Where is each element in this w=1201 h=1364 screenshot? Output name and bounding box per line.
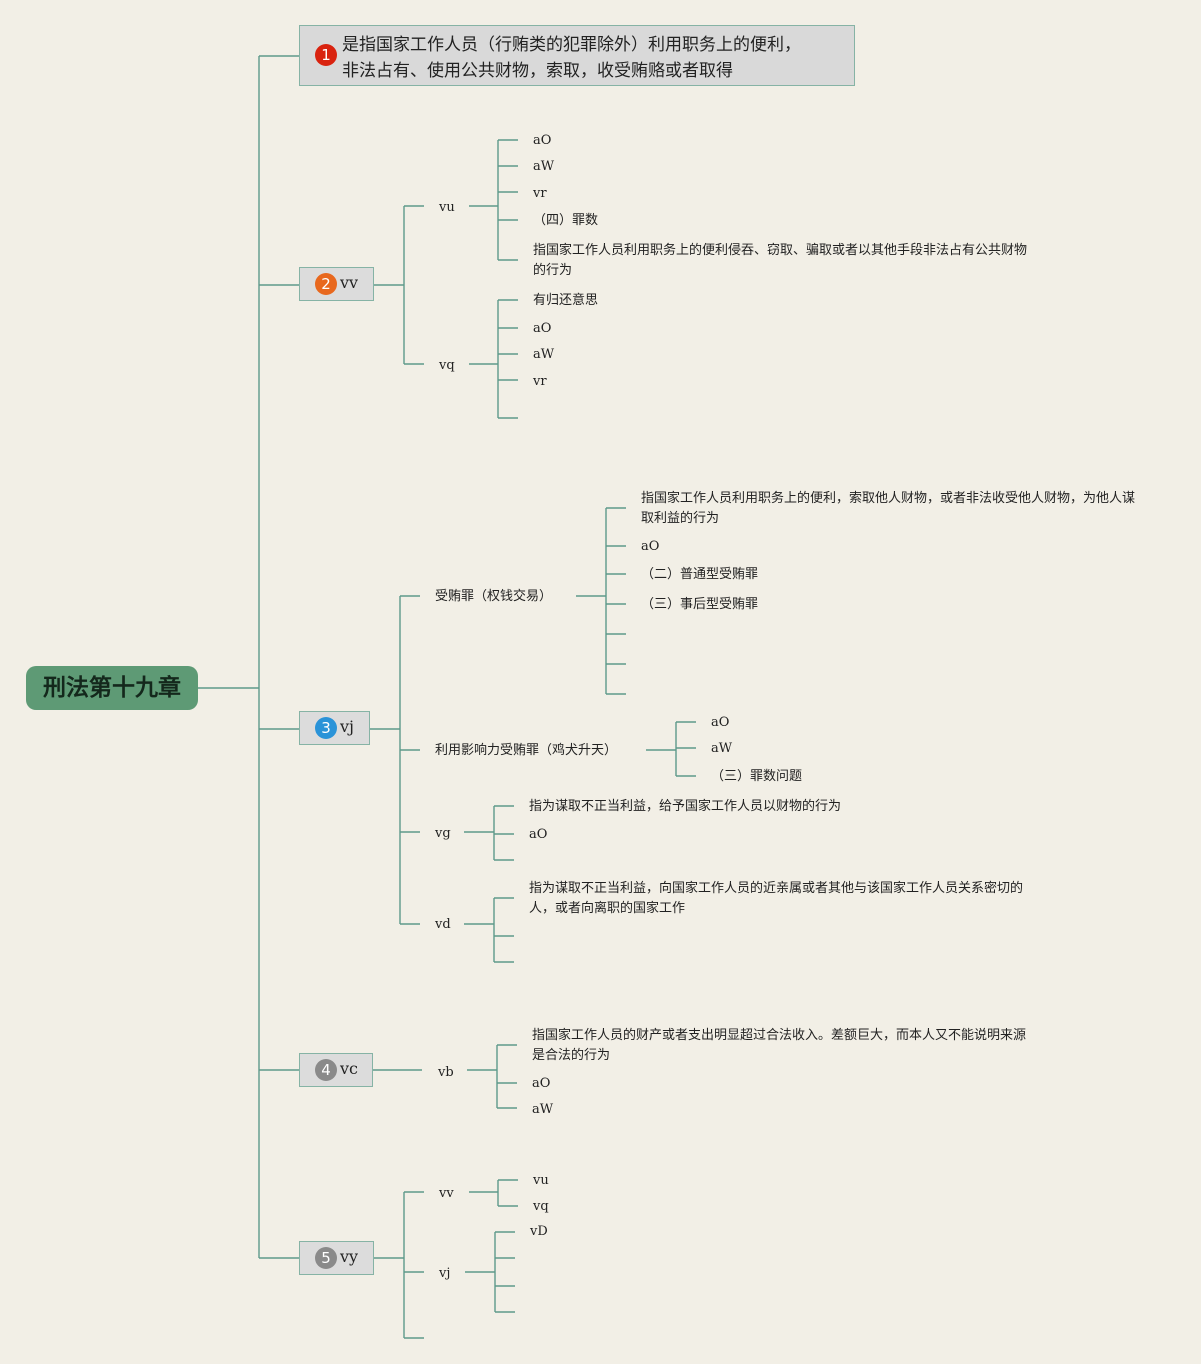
node-3-influence-1[interactable]: aO [711, 715, 730, 730]
node-2-vq-4[interactable]: vr [533, 374, 547, 389]
node-2-vu-3[interactable]: vr [533, 186, 547, 201]
node-2-vu-5[interactable]: 指国家工作人员利用职务上的便利侵吞、窃取、骗取或者以其他手段非法占有公共财物的行… [533, 243, 1028, 278]
subtopic-influence-bribery[interactable]: 利用影响力受贿罪（鸡犬升天） [435, 743, 618, 758]
main-topic-1-line-1: 是指国家工作人员（行贿类的犯罪除外）利用职务上的便利， [342, 35, 801, 55]
node-2-vu-4[interactable]: （四）罪数 [533, 213, 599, 228]
main-topic-2[interactable]: 2 vv [299, 267, 374, 301]
node-3-bribe-2[interactable]: aO [641, 539, 660, 554]
main-topic-2-label: vv [340, 273, 359, 292]
node-2-vq-1[interactable]: 有归还意思 [533, 293, 599, 308]
subtopic-5-vv[interactable]: vv [439, 1186, 454, 1201]
subtopic-vu[interactable]: vu [439, 200, 455, 215]
subtopic-5-vj[interactable]: vj [439, 1266, 451, 1281]
main-topic-3[interactable]: 3 vj [299, 711, 370, 745]
node-3-vg-2[interactable]: aO [529, 827, 548, 842]
badge-2: 2 [315, 273, 337, 295]
node-3-bribe-3[interactable]: （二）普通型受贿罪 [641, 567, 759, 582]
node-5-vv-1[interactable]: vu [533, 1173, 549, 1188]
node-3-bribe-1[interactable]: 指国家工作人员利用职务上的便利，索取他人财物，或者非法收受他人财物，为他人谋取利… [641, 491, 1136, 526]
node-3-influence-2[interactable]: aW [711, 741, 733, 756]
node-5-vv-2[interactable]: vq [533, 1199, 549, 1214]
subtopic-bribery[interactable]: 受贿罪（权钱交易） [435, 589, 553, 604]
main-topic-1[interactable]: 1 是指国家工作人员（行贿类的犯罪除外）利用职务上的便利， 非法占有、使用公共财… [299, 25, 855, 86]
badge-4: 4 [315, 1059, 337, 1081]
root-topic[interactable]: 刑法第十九章 [26, 666, 198, 710]
node-2-vu-1[interactable]: aO [533, 133, 552, 148]
node-3-bribe-4[interactable]: （三）事后型受贿罪 [641, 597, 759, 612]
node-4-vb-2[interactable]: aO [532, 1076, 551, 1091]
badge-3: 3 [315, 717, 337, 739]
main-topic-5-label: vy [340, 1247, 359, 1266]
main-topic-3-label: vj [340, 717, 354, 736]
node-3-vd-1[interactable]: 指为谋取不正当利益，向国家工作人员的近亲属或者其他与该国家工作人员关系密切的人，… [529, 881, 1024, 916]
badge-5: 5 [315, 1247, 337, 1269]
subtopic-vb[interactable]: vb [438, 1065, 454, 1080]
badge-1: 1 [315, 44, 337, 66]
node-2-vq-2[interactable]: aO [533, 321, 552, 336]
subtopic-vg[interactable]: vg [435, 826, 451, 841]
main-topic-4[interactable]: 4 vc [299, 1053, 373, 1087]
main-topic-5[interactable]: 5 vy [299, 1241, 374, 1275]
node-4-vb-3[interactable]: aW [532, 1102, 554, 1117]
node-2-vq-3[interactable]: aW [533, 347, 555, 362]
subtopic-vd[interactable]: vd [435, 917, 451, 932]
node-2-vu-2[interactable]: aW [533, 159, 555, 174]
node-4-vb-1[interactable]: 指国家工作人员的财产或者支出明显超过合法收入。差额巨大，而本人又不能说明来源是合… [532, 1028, 1027, 1063]
node-5-vj-1[interactable]: vD [530, 1224, 548, 1239]
node-3-influence-3[interactable]: （三）罪数问题 [711, 769, 803, 784]
main-topic-1-line-2: 非法占有、使用公共财物，索取，收受贿赂或者取得 [342, 61, 733, 81]
subtopic-vq[interactable]: vq [439, 358, 455, 373]
main-topic-4-label: vc [340, 1059, 358, 1078]
node-3-vg-1[interactable]: 指为谋取不正当利益，给予国家工作人员以财物的行为 [529, 799, 842, 814]
